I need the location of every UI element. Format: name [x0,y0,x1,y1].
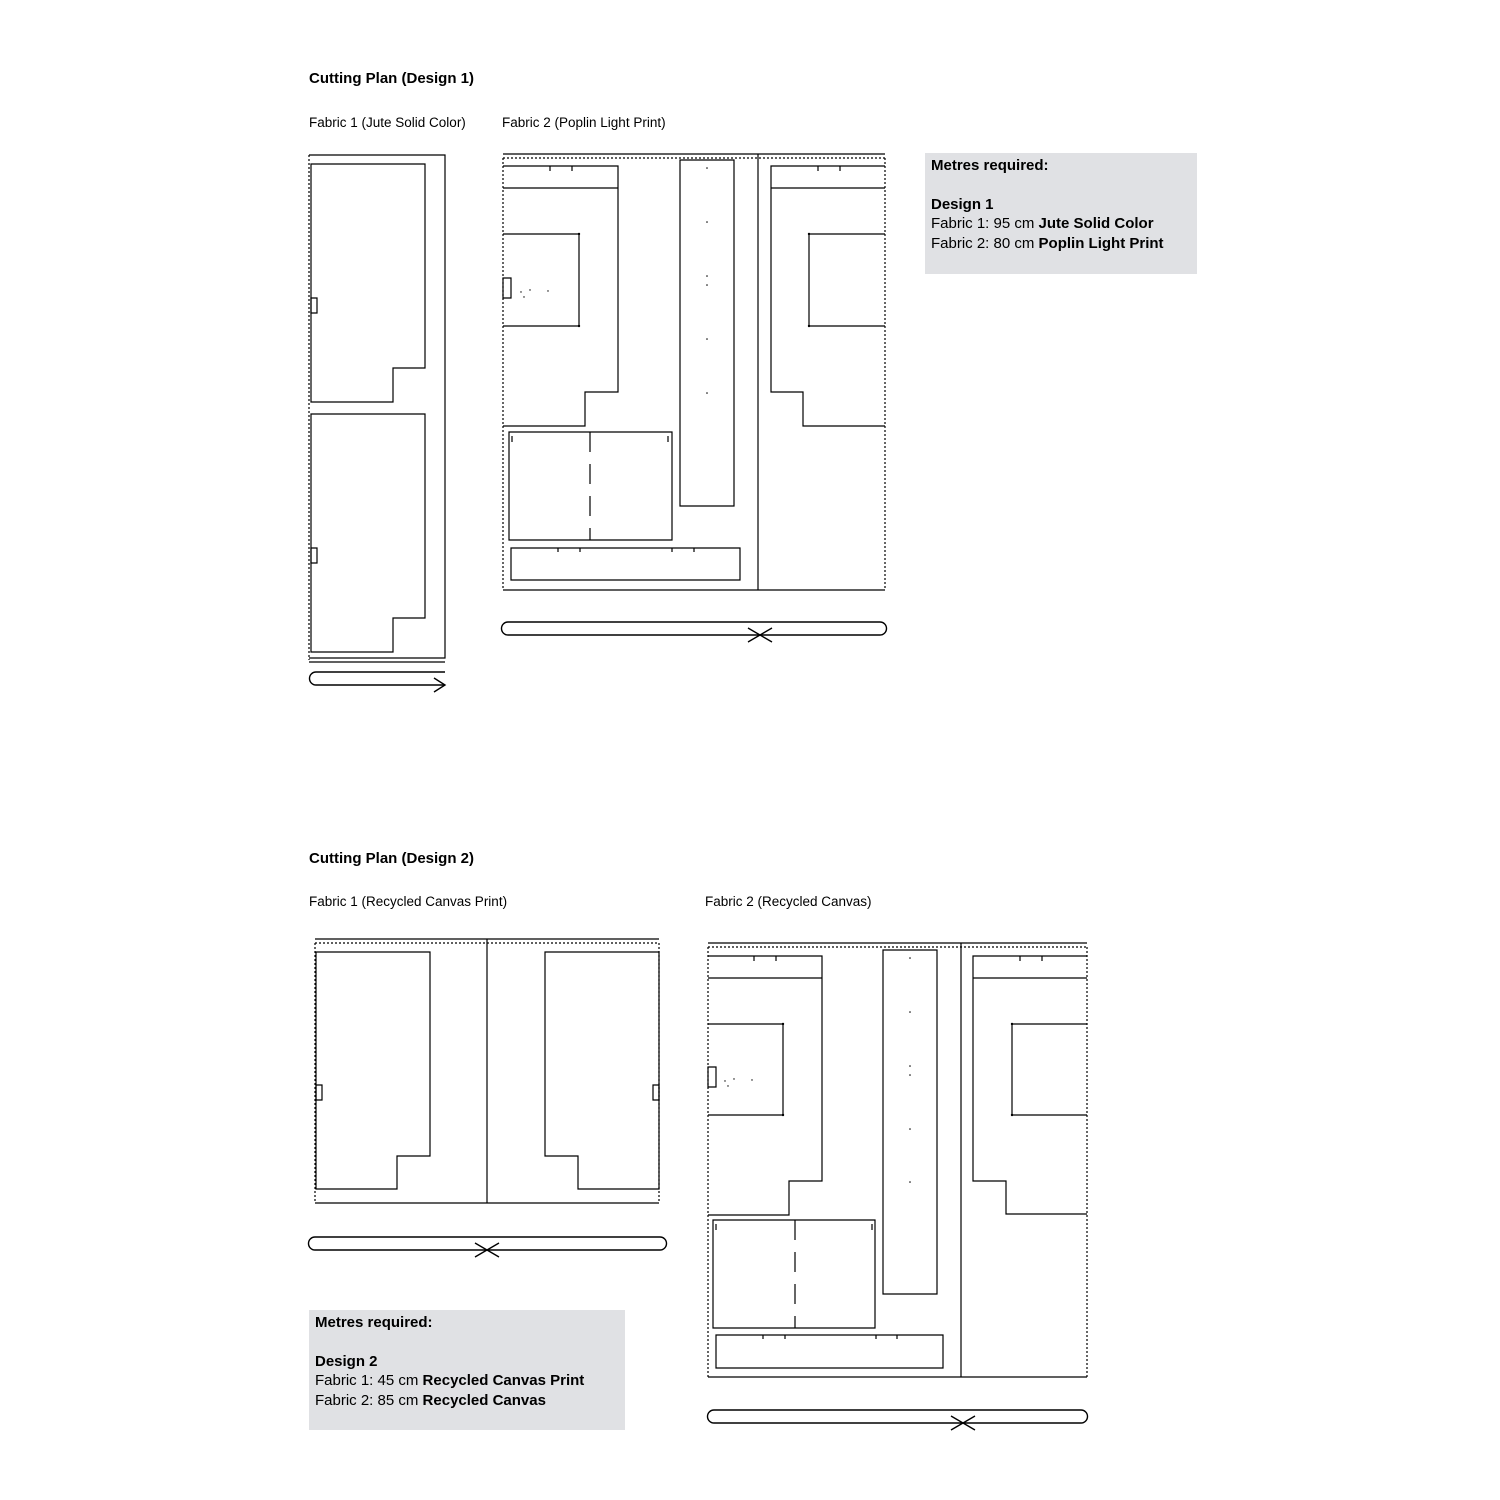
design1-title: Cutting Plan (Design 1) [309,70,474,87]
pocket-piece [708,1024,783,1115]
design1-fabric2-layout [495,145,895,645]
metres-fabric2-name: Recycled Canvas [422,1391,546,1409]
grainline-arrow-icon [502,622,887,642]
design2-title: Cutting Plan (Design 2) [309,850,474,867]
pattern-piece [973,956,1087,1214]
pocket-piece [503,234,579,326]
metres-heading: Metres required: [931,157,1049,174]
band-piece [511,548,740,580]
design2-fabric1-layout [300,930,680,1260]
design2-fabric2-label: Fabric 2 (Recycled Canvas) [705,894,872,909]
design1-metres-box: Metres required: Design 1 Fabric 1: 95 c… [925,153,1197,274]
grainline-arrow-icon [708,1410,1088,1430]
metres-fabric1-name: Recycled Canvas Print [422,1372,585,1389]
notch [503,278,511,298]
notch [316,1085,322,1100]
grainline-arrow-icon [310,672,446,692]
design2-fabric2-layout [700,935,1100,1435]
pattern-piece [311,414,425,652]
notch [708,1067,716,1087]
pattern-piece [708,956,822,1215]
metres-design: Design 1 [931,195,994,213]
pattern-piece [311,164,425,402]
band-piece [716,1335,943,1368]
metres-heading: Metres required: [315,1314,433,1331]
metres-design: Design 2 [315,1352,378,1370]
metres-fabric2-amount: Fabric 2: 80 cm [931,234,1039,252]
metres-fabric2-name: Poplin Light Print [1038,234,1164,252]
metres-fabric2-amount: Fabric 2: 85 cm [315,1391,423,1409]
metres-fabric1-amount: Fabric 1: 45 cm [315,1372,423,1389]
pattern-piece [316,952,430,1189]
strap-piece [883,950,937,1294]
metres-fabric1-name: Jute Solid Color [1038,215,1154,232]
notch [311,298,317,313]
notch [653,1085,659,1100]
grainline-arrow-icon [309,1237,667,1257]
strap-piece [680,160,734,506]
notch [311,548,317,563]
pattern-piece [713,1220,875,1328]
design2-fabric1-label: Fabric 1 (Recycled Canvas Print) [309,894,508,909]
design1-fabric1-label: Fabric 1 (Jute Solid Color) [309,115,466,130]
fabric-outline [309,155,445,658]
design1-fabric2-label: Fabric 2 (Poplin Light Print) [502,115,666,130]
pattern-piece [771,166,885,426]
pattern-piece [545,952,659,1189]
design1-fabric1-layout [300,145,460,700]
design2-metres-box: Metres required: Design 2 Fabric 1: 45 c… [309,1310,625,1430]
pattern-piece [503,166,618,426]
metres-fabric1-amount: Fabric 1: 95 cm [931,215,1039,232]
